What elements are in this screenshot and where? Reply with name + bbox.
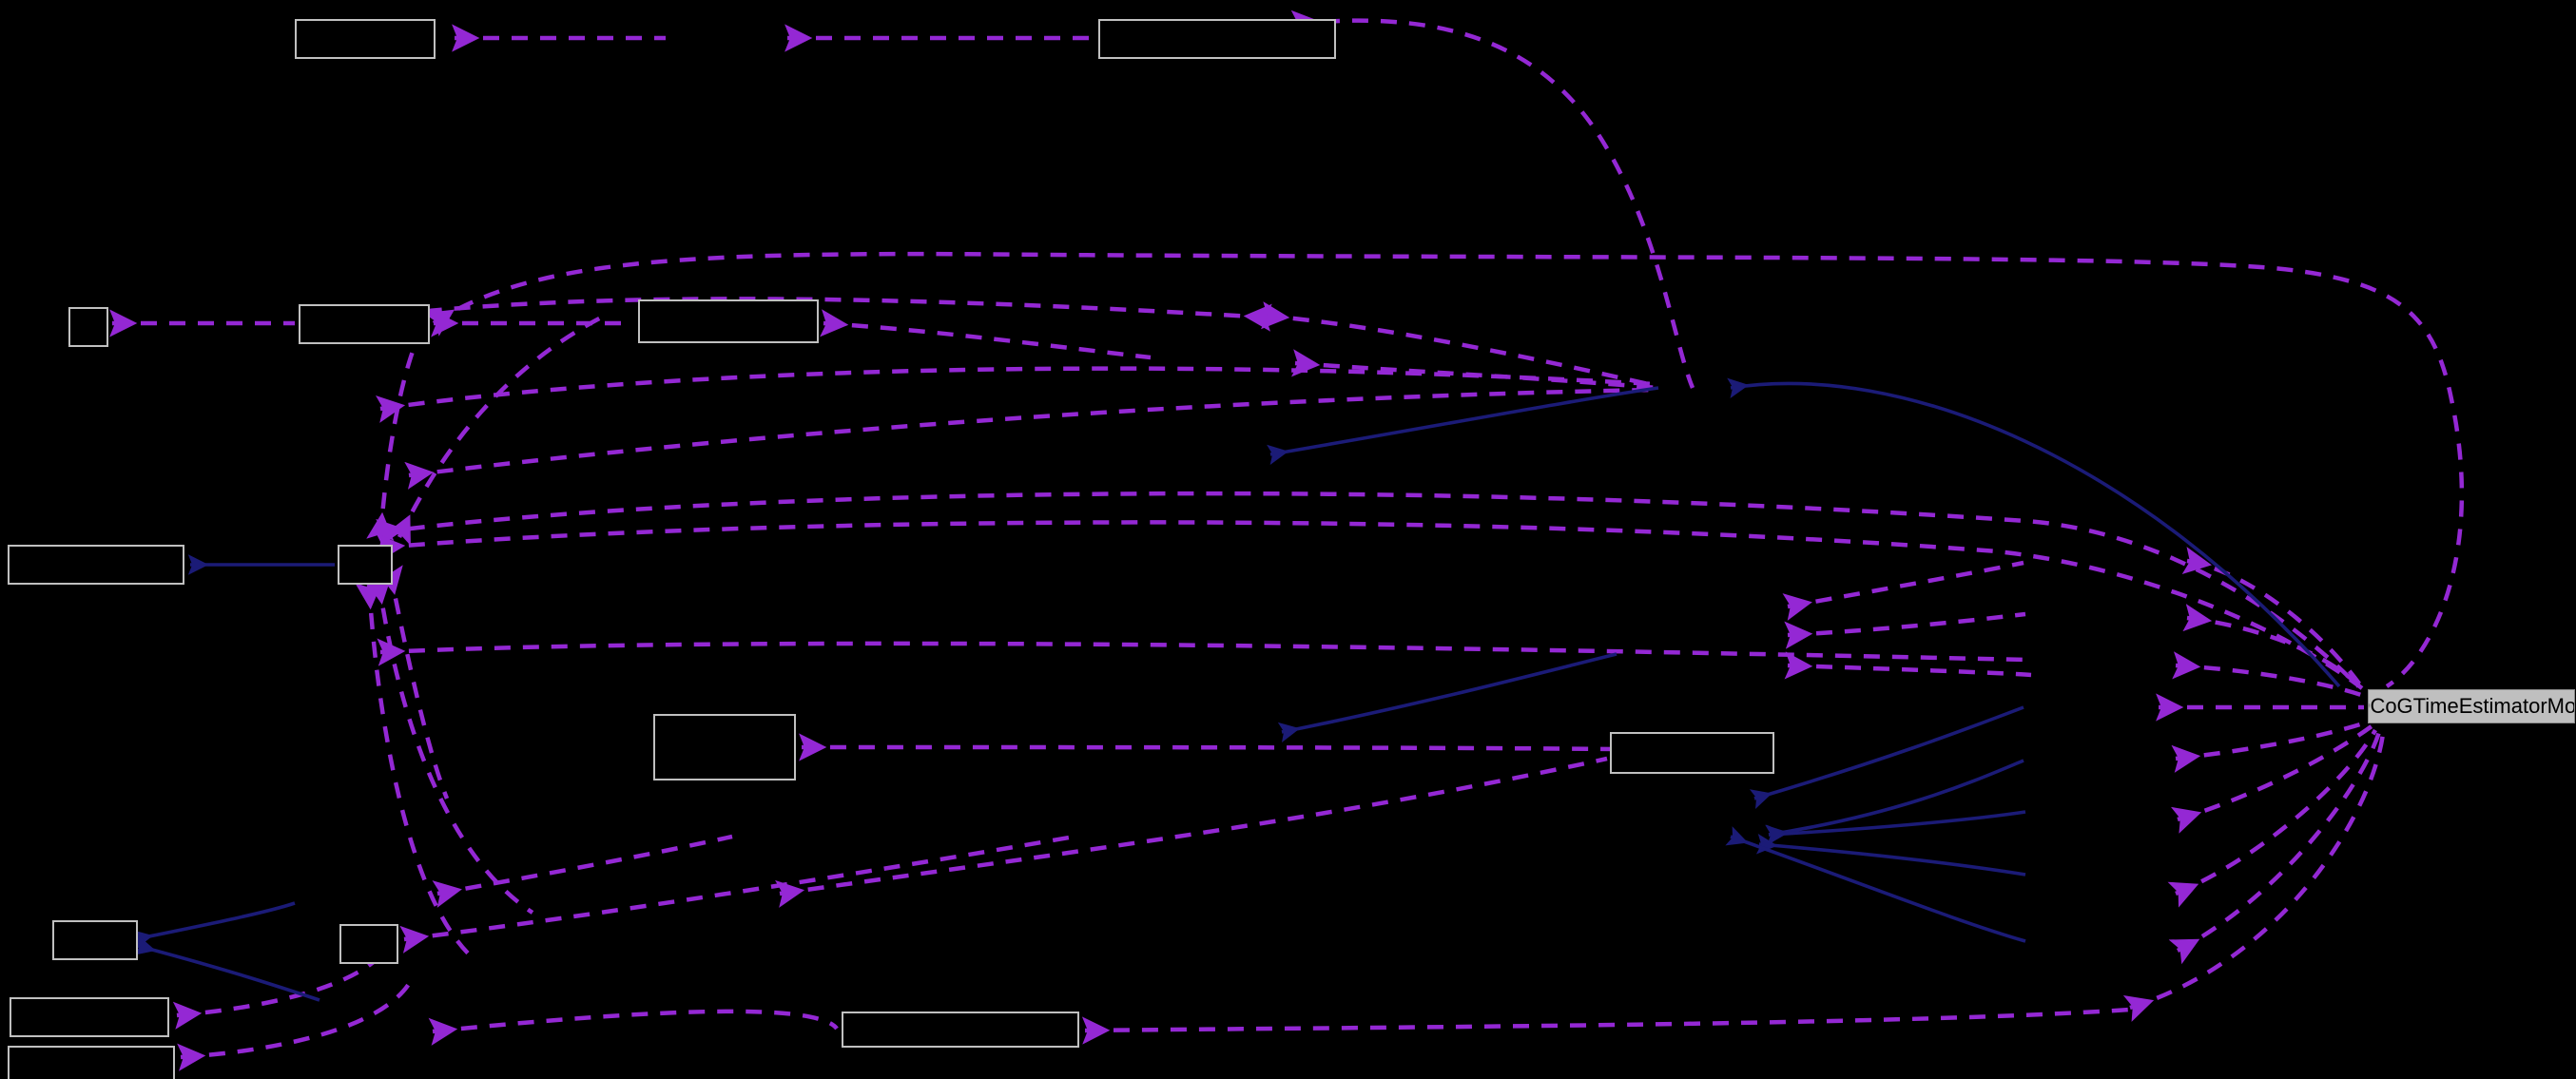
edge-purple xyxy=(364,574,534,915)
edge-purple xyxy=(376,366,1656,423)
edge-blue xyxy=(130,901,296,951)
edge-purple xyxy=(399,834,1075,954)
node-caller-8[interactable] xyxy=(653,714,796,780)
node-caller-5[interactable] xyxy=(638,299,819,343)
edge-purple xyxy=(2122,733,2386,1022)
edge-blue xyxy=(1277,652,1617,743)
edge-purple xyxy=(423,251,2465,688)
node-caller-6[interactable] xyxy=(8,545,184,585)
edge-purple xyxy=(799,733,1617,761)
edge-purple xyxy=(404,387,1657,490)
edge-purple xyxy=(177,982,411,1071)
edge-purple xyxy=(376,491,2360,688)
edge-purple xyxy=(376,565,450,800)
node-caller-1[interactable] xyxy=(295,19,436,59)
edge-purple xyxy=(2172,651,2365,699)
edge-blue xyxy=(133,935,320,1002)
node-caller-11[interactable] xyxy=(339,924,398,964)
node-caller-10[interactable] xyxy=(52,920,138,960)
edge-purple xyxy=(377,638,2028,666)
blue-solid-edges xyxy=(130,377,2341,1002)
node-caller-12[interactable] xyxy=(10,997,169,1037)
node-label-current: SVDCoGTimeEstimatorModule xyxy=(2369,694,2575,718)
node-caller-13[interactable] xyxy=(8,1046,175,1079)
edge-purple xyxy=(376,520,2364,690)
edge-purple xyxy=(775,756,1608,908)
edge-purple xyxy=(398,297,1272,332)
node-caller-14[interactable] xyxy=(842,1012,1079,1048)
edge-purple xyxy=(1784,651,2032,680)
edge-purple xyxy=(1081,1007,2131,1045)
node-svdcogtimeestimatormodule[interactable]: SVDCoGTimeEstimatorModule xyxy=(2368,689,2575,723)
edge-purple xyxy=(172,958,378,1030)
node-caller-7[interactable] xyxy=(338,545,393,585)
edge-purple xyxy=(355,581,477,962)
edge-blue xyxy=(1267,386,1659,466)
node-caller-2[interactable] xyxy=(1098,19,1336,59)
edge-blue xyxy=(1766,810,2026,845)
purple-dashed-edges xyxy=(109,10,2465,1071)
edge-purple xyxy=(2167,728,2377,908)
edge-purple xyxy=(385,311,610,546)
edge-purple xyxy=(2182,604,2368,694)
edge-purple xyxy=(1784,611,2026,649)
node-caller-4[interactable] xyxy=(299,304,430,344)
edge-blue xyxy=(1727,377,2341,688)
node-caller-9[interactable] xyxy=(1610,732,1774,774)
edge-blue xyxy=(1749,705,2024,809)
edge-purple xyxy=(1782,560,2024,621)
edge-purple xyxy=(2170,724,2373,834)
edge-blue xyxy=(1765,759,2024,846)
edge-purple xyxy=(428,1009,839,1046)
node-caller-3[interactable] xyxy=(68,307,108,347)
edge-blue xyxy=(1725,826,2026,943)
edge-purple xyxy=(432,834,733,908)
edge-purple xyxy=(366,318,428,542)
edge-purple xyxy=(2171,720,2367,773)
edge-purple xyxy=(1290,10,1695,389)
edge-purple xyxy=(820,309,1152,360)
edge-purple xyxy=(1260,301,1657,389)
edge-blue xyxy=(1755,834,2026,877)
